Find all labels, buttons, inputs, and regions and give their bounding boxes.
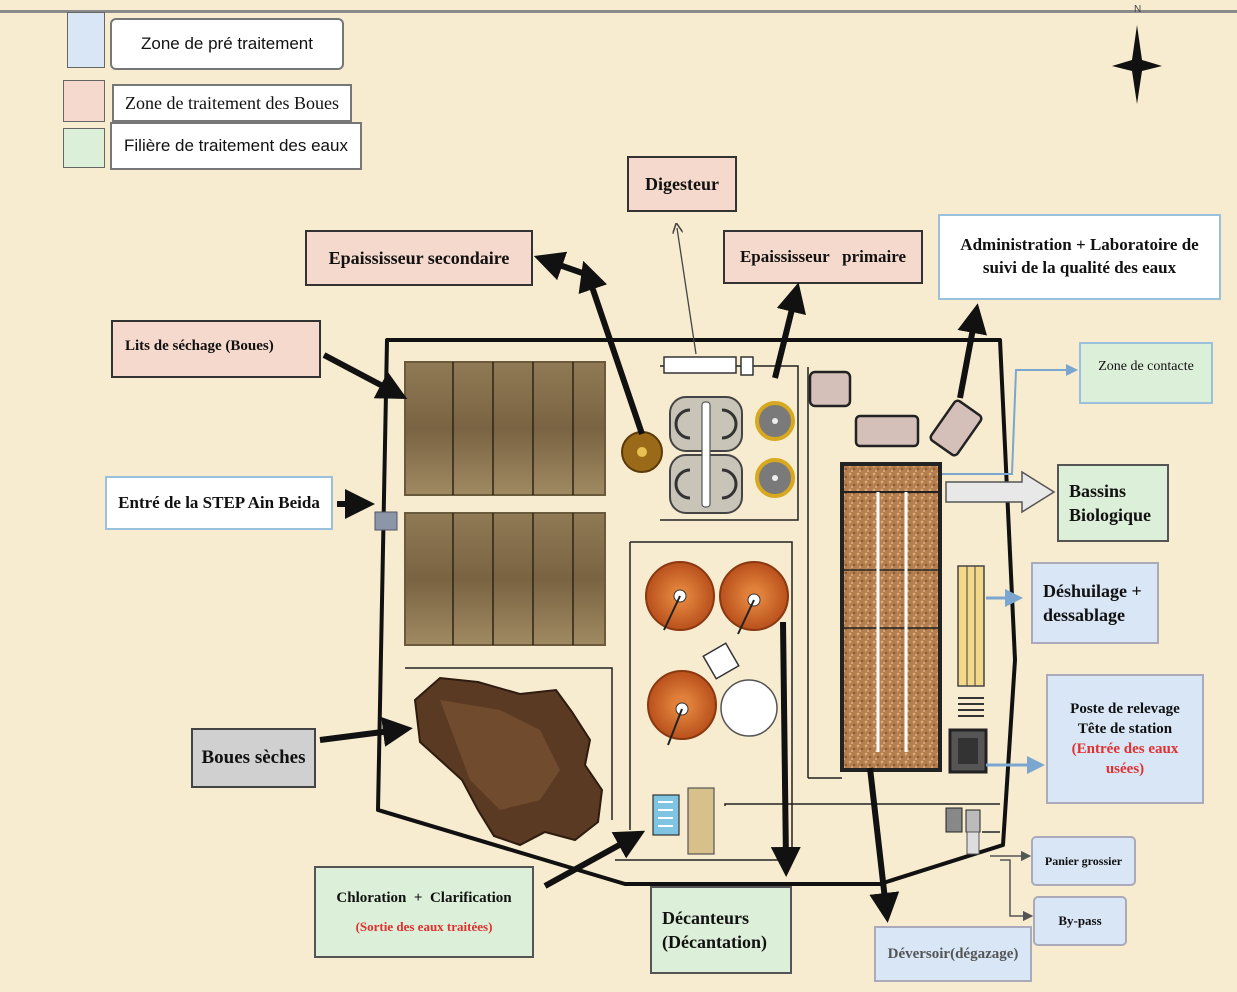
building-small-1 [808, 370, 852, 408]
label-chloration-line2: (Sortie des eaux traitées) [355, 919, 493, 935]
legend-label-sludge: Zone de traitement des Boues [112, 84, 352, 122]
label-poste-line3: (Entrée des eaux [1071, 741, 1179, 757]
label-poste-line1: Poste de relevage [1070, 700, 1180, 717]
top-border [0, 10, 1237, 13]
label-epaississeur-primaire: Epaississeur primaire [723, 230, 923, 284]
label-digesteur: Digesteur [627, 156, 737, 212]
legend-label-pretreatment: Zone de pré traitement [110, 18, 344, 70]
label-bassins-line1: Bassins [1069, 480, 1127, 501]
legend-swatch-water [63, 128, 105, 168]
label-panier-grossier: Panier grossier [1031, 836, 1136, 886]
label-deshuilage-line2: dessablage [1043, 605, 1126, 625]
label-lits-sechage: Lits de séchage (Boues) [111, 320, 321, 378]
label-chloration-line1: Chloration + Clarification [336, 890, 512, 907]
legend-label-water: Filière de traitement des eaux [110, 122, 362, 170]
label-administration-line2: suivi de la qualité des eaux [982, 258, 1177, 277]
grit-chamber [957, 565, 985, 717]
label-boues-seches: Boues sèches [191, 728, 316, 788]
blue-arrows [942, 364, 1078, 774]
label-bypass: By-pass [1033, 896, 1127, 946]
digester-pointer [677, 228, 697, 355]
label-administration-line1: Administration + Laboratoire de [960, 235, 1199, 255]
label-deshuilage-line1: Déshuilage + [1043, 580, 1142, 601]
legend-swatch-pretreatment [67, 12, 105, 68]
label-poste-line4: usées) [1105, 761, 1145, 778]
entry-inlet [374, 511, 398, 531]
label-poste-line2: Tête de station [1077, 720, 1173, 737]
label-entree-step: Entré de la STEP Ain Beida [105, 476, 333, 530]
label-decanteurs: Décanteurs (Décantation) [650, 886, 792, 974]
label-chloration: Chloration + Clarification (Sortie des e… [314, 866, 534, 958]
drying-beds [404, 361, 606, 646]
sludge-tank [720, 679, 778, 737]
label-deshuilage: Déshuilage + dessablage [1031, 562, 1159, 644]
building-small-2 [854, 414, 920, 448]
label-decanteurs-line2: (Décantation) [662, 932, 767, 952]
svg-text:N: N [1134, 4, 1141, 15]
clarifier-tanks [645, 561, 789, 746]
bassins-arrow [945, 470, 1056, 514]
site-boundary [376, 338, 1017, 886]
label-bassins-line2: Biologique [1069, 505, 1152, 525]
label-decanteurs-line1: Décanteurs [662, 907, 749, 928]
chlorination-units [652, 787, 715, 855]
clarifier-area [615, 541, 793, 861]
flow-arrows [319, 251, 987, 923]
secondary-thickener-tanks [669, 396, 743, 514]
legend-swatch-sludge [63, 80, 105, 122]
biological-basin [840, 462, 942, 772]
admin-building [929, 399, 983, 457]
label-zone-contacte: Zone de contacte [1079, 342, 1213, 404]
label-poste-relevage: Poste de relevage Tête de station (Entré… [1046, 674, 1204, 804]
label-epaississeur-secondaire: Epaississeur secondaire [305, 230, 533, 286]
dry-sludge-zone [405, 667, 613, 820]
label-administration: Administration + Laboratoire de suivi de… [938, 214, 1221, 300]
label-deversoir: Déversoir(dégazage) [874, 926, 1032, 982]
compass-star-icon: N [1112, 4, 1162, 104]
label-bassins-biologique: Bassins Biologique [1057, 464, 1169, 542]
primary-thickener-tanks [755, 401, 795, 498]
